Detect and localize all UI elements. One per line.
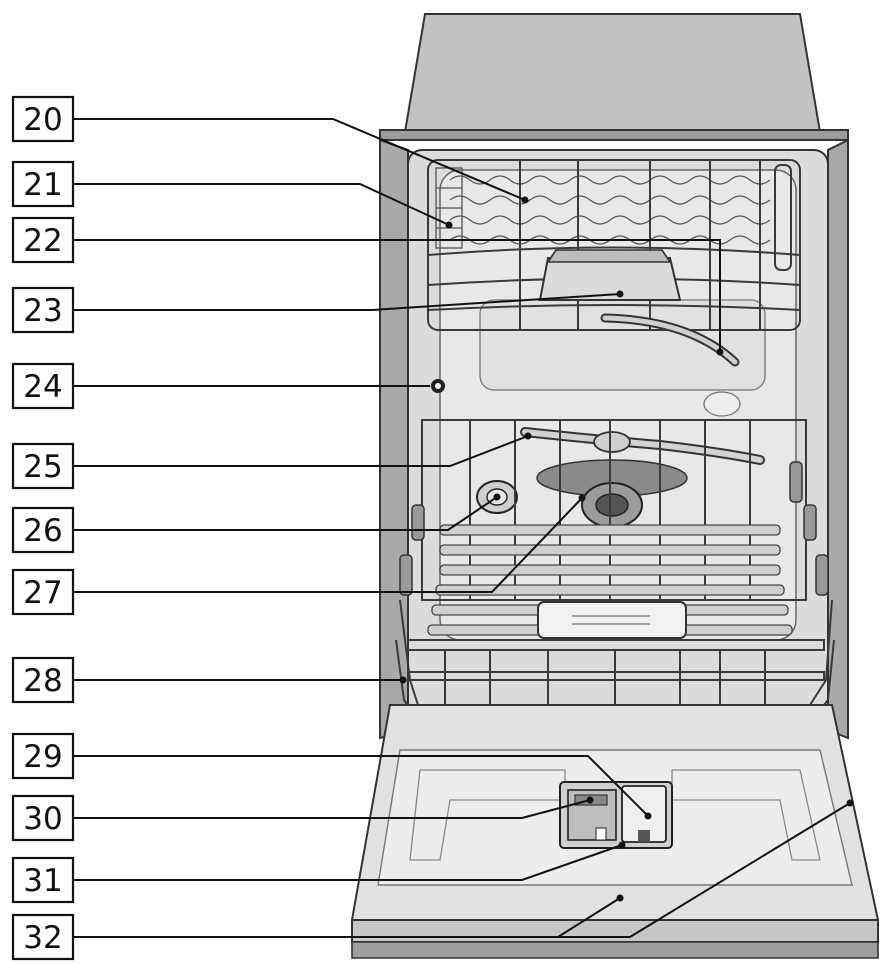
callout-23-label: 23 bbox=[23, 293, 62, 329]
leader-32a-dot bbox=[616, 894, 624, 902]
leader-lines bbox=[73, 118, 854, 938]
callout-28: 28 bbox=[11, 656, 75, 704]
leader-32b bbox=[558, 802, 851, 938]
leader-31 bbox=[73, 844, 623, 881]
leader-25-dot bbox=[524, 432, 532, 440]
leader-20 bbox=[73, 118, 526, 201]
top-panel-front bbox=[379, 129, 849, 141]
leader-32b-dot bbox=[846, 799, 854, 807]
leader-23-dot bbox=[616, 290, 624, 298]
callout-21: 21 bbox=[11, 160, 75, 208]
callout-31: 31 bbox=[11, 856, 75, 904]
callout-28-label: 28 bbox=[23, 663, 62, 699]
leader-31-dot bbox=[618, 841, 626, 849]
leader-23 bbox=[73, 293, 621, 311]
door-open bbox=[350, 704, 880, 959]
callout-boxes: 20 21 22 23 24 25 26 27 bbox=[11, 95, 75, 961]
callout-26-label: 26 bbox=[23, 513, 62, 549]
callout-21-label: 21 bbox=[23, 167, 62, 203]
leader-28-dot bbox=[399, 676, 407, 684]
callout-30: 30 bbox=[11, 794, 75, 842]
leader-27 bbox=[73, 497, 583, 593]
top-panel bbox=[403, 13, 822, 133]
leader-20-dot bbox=[521, 196, 529, 204]
callout-29: 29 bbox=[11, 732, 75, 780]
callout-24-label: 24 bbox=[23, 369, 62, 405]
leader-25 bbox=[73, 435, 529, 467]
callout-32-label: 32 bbox=[23, 920, 62, 956]
callout-22-label: 22 bbox=[23, 223, 62, 259]
callout-31-label: 31 bbox=[23, 863, 62, 899]
callout-23: 23 bbox=[11, 286, 75, 334]
callout-20: 20 bbox=[11, 95, 75, 143]
left-side-wall bbox=[379, 138, 409, 740]
callout-22: 22 bbox=[11, 216, 75, 264]
leader-27-dot bbox=[578, 494, 586, 502]
callout-25-label: 25 bbox=[23, 449, 62, 485]
leader-22-dot bbox=[716, 348, 724, 356]
right-side-wall bbox=[827, 138, 849, 740]
dishwasher-illustration bbox=[350, 13, 880, 959]
callout-27-label: 27 bbox=[23, 575, 62, 611]
leader-29-dot bbox=[644, 812, 652, 820]
leader-26-dot bbox=[493, 493, 501, 501]
callout-27: 27 bbox=[11, 568, 75, 616]
callout-20-label: 20 bbox=[23, 102, 62, 138]
callout-25: 25 bbox=[11, 442, 75, 490]
callout-24: 24 bbox=[11, 362, 75, 410]
leader-21 bbox=[73, 183, 450, 226]
detergent-dispenser bbox=[559, 781, 673, 849]
tub-back-recess bbox=[479, 299, 766, 391]
callout-32: 32 bbox=[11, 913, 75, 961]
callout-26: 26 bbox=[11, 506, 75, 554]
leader-29 bbox=[73, 755, 649, 817]
leader-26 bbox=[73, 496, 498, 531]
leader-30 bbox=[73, 799, 591, 819]
leader-21-dot bbox=[445, 221, 453, 229]
callout-29-label: 29 bbox=[23, 739, 62, 775]
callout-30-label: 30 bbox=[23, 801, 62, 837]
leader-30-dot bbox=[586, 796, 594, 804]
leader-22 bbox=[73, 239, 721, 352]
